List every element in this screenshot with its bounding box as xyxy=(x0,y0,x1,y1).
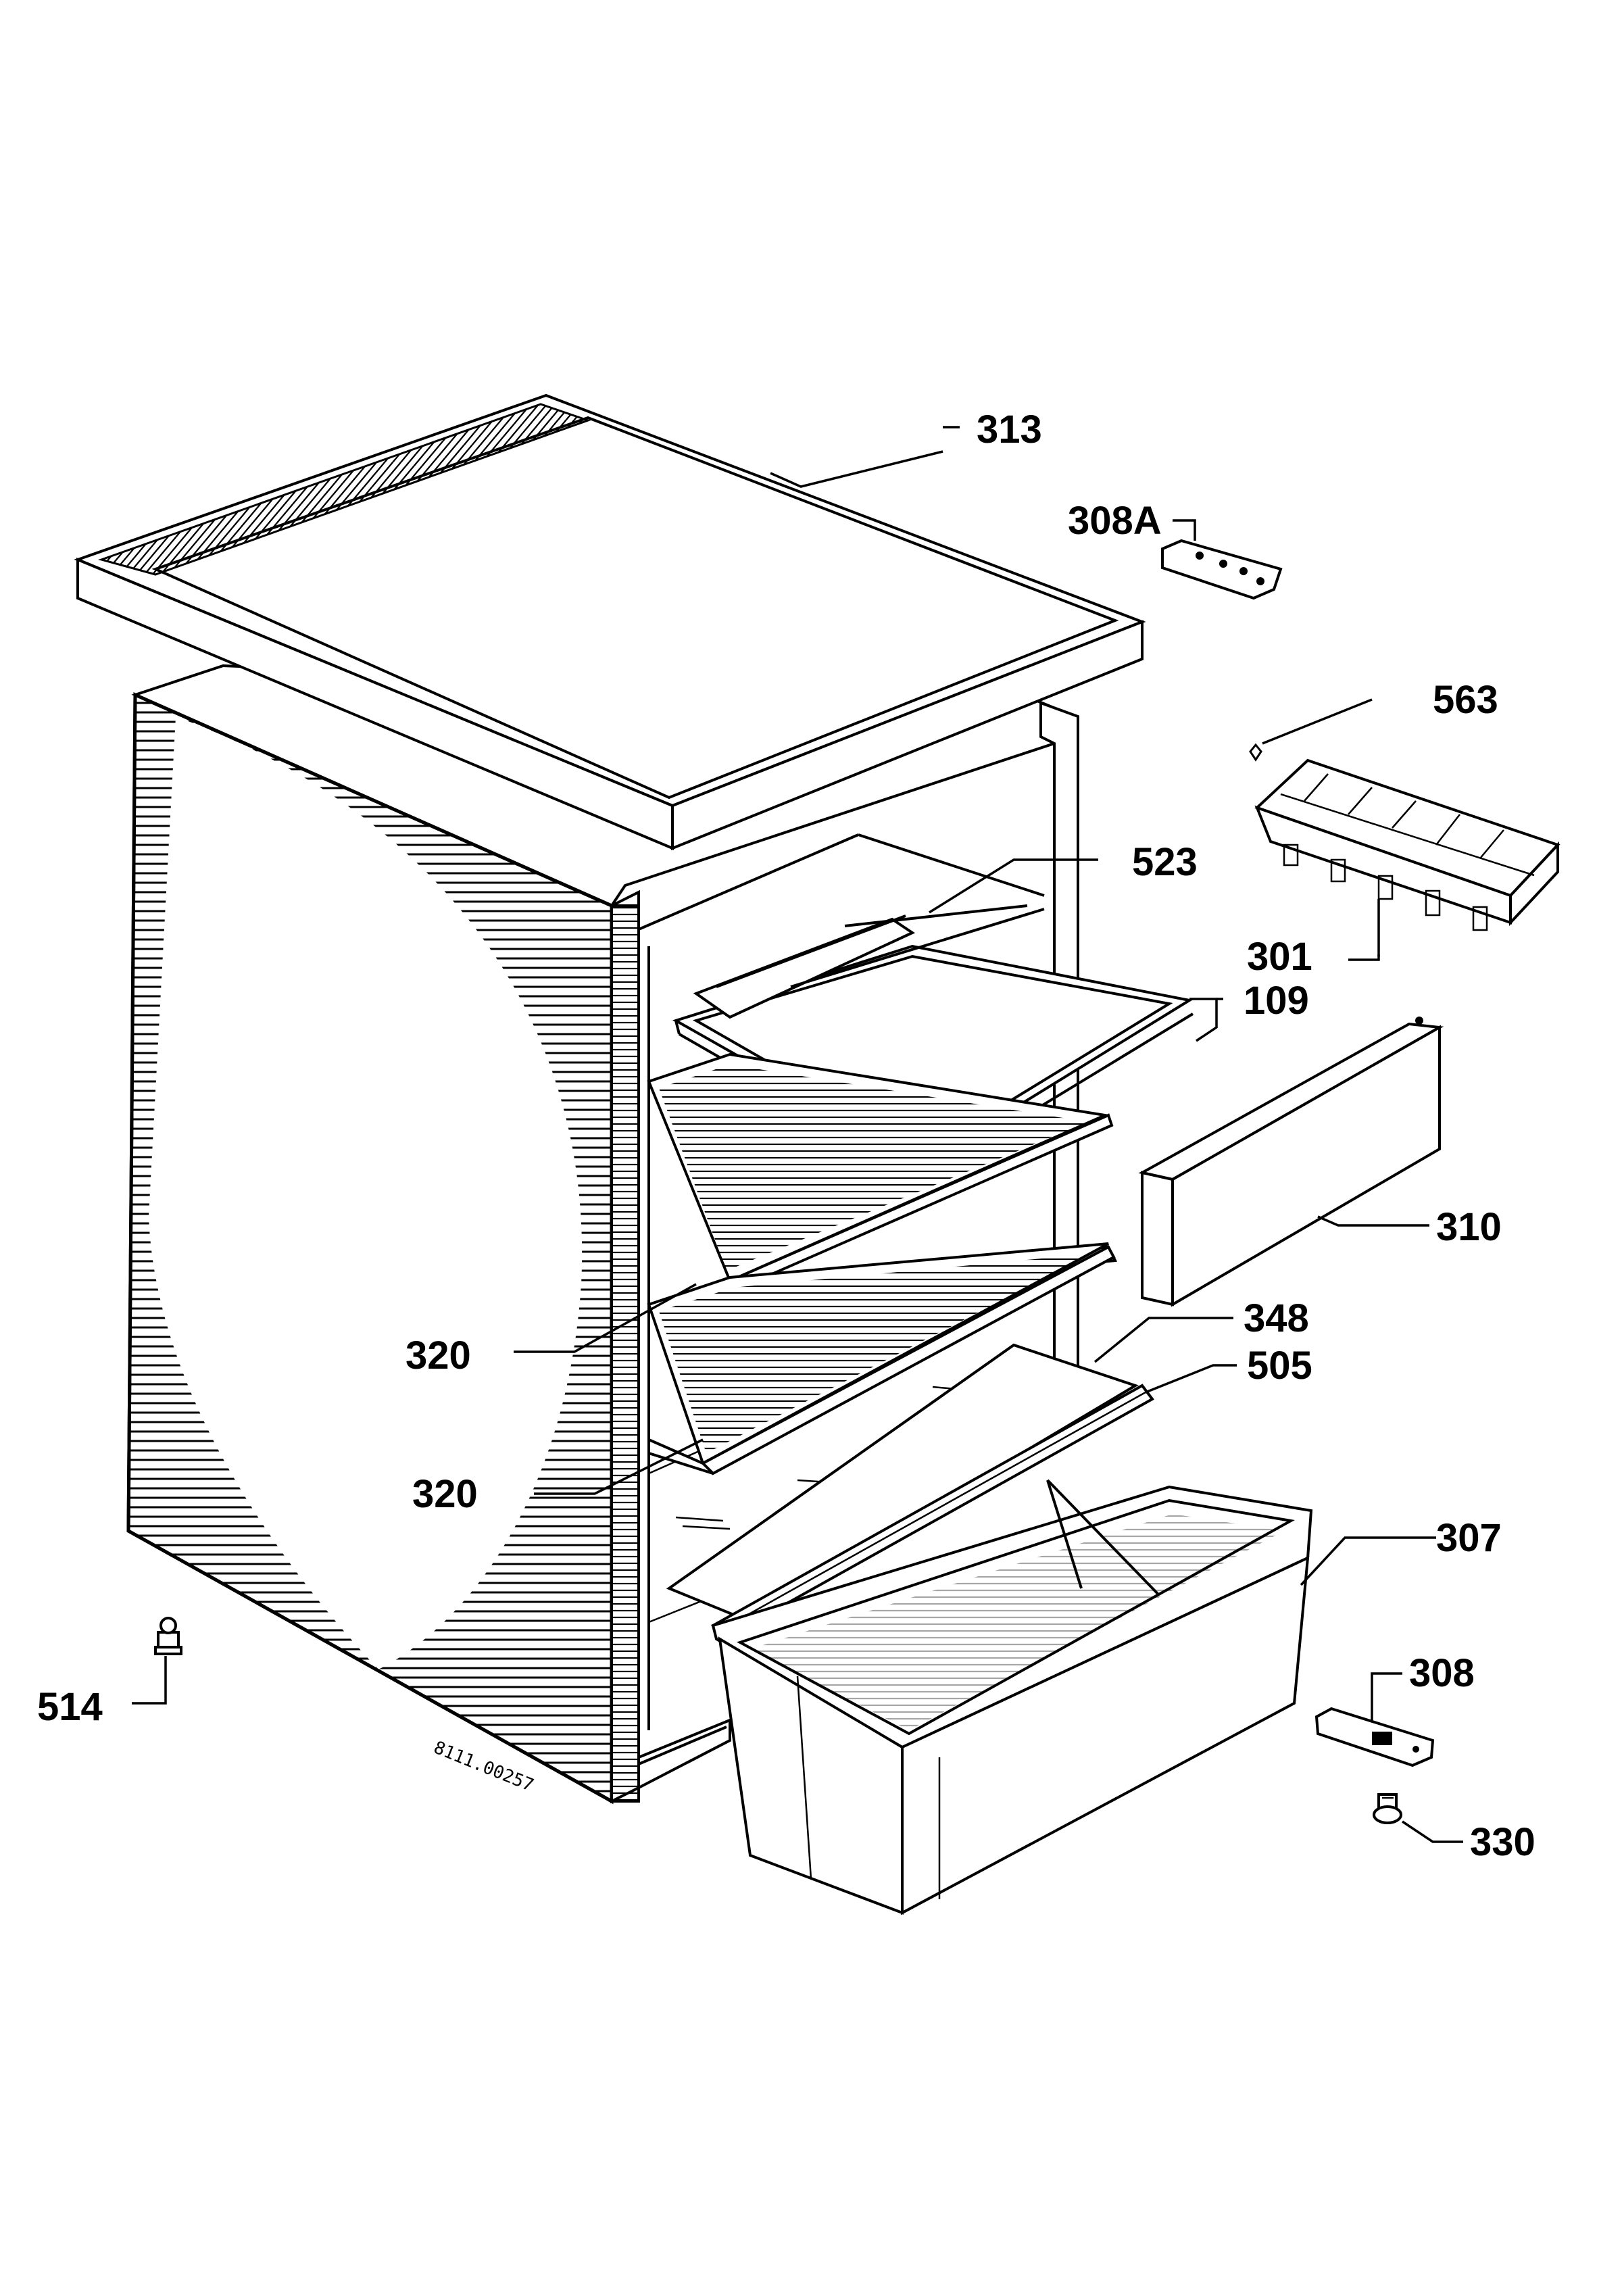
ice-tray-301 xyxy=(1254,758,1560,931)
wire-shelf-320-lower xyxy=(647,1242,1116,1475)
label-523: 523 xyxy=(1132,840,1198,884)
label-563: 563 xyxy=(1433,678,1498,722)
label-320-upper: 320 xyxy=(406,1334,471,1377)
label-313: 313 xyxy=(977,408,1042,451)
crisper-drawer-307 xyxy=(711,1479,1313,1915)
leader-lines xyxy=(132,426,1463,1843)
foot-330 xyxy=(1373,1793,1402,1824)
small-part-563 xyxy=(1249,743,1262,762)
worktop-313 xyxy=(74,393,1146,851)
label-514: 514 xyxy=(37,1685,103,1729)
wire-shelf-320-upper xyxy=(647,1052,1118,1300)
label-109: 109 xyxy=(1244,979,1309,1023)
label-505: 505 xyxy=(1247,1344,1312,1388)
label-308a: 308A xyxy=(1068,499,1162,543)
label-348: 348 xyxy=(1244,1296,1309,1340)
label-320-lower: 320 xyxy=(412,1472,478,1516)
label-330: 330 xyxy=(1470,1820,1535,1864)
hinge-plate-308a xyxy=(1161,539,1283,600)
hinge-308 xyxy=(1314,1707,1435,1767)
bracket-523 xyxy=(693,904,1045,1019)
part-labels: 313 308A 563 523 301 109 310 320 348 505… xyxy=(37,408,1535,1864)
door-panel-310 xyxy=(1138,1017,1444,1307)
glass-shelf-348 xyxy=(666,1343,1139,1621)
label-310: 310 xyxy=(1436,1205,1502,1249)
label-308: 308 xyxy=(1409,1651,1475,1695)
label-301: 301 xyxy=(1247,935,1312,979)
label-307: 307 xyxy=(1436,1516,1502,1560)
foot-514 xyxy=(154,1617,182,1655)
